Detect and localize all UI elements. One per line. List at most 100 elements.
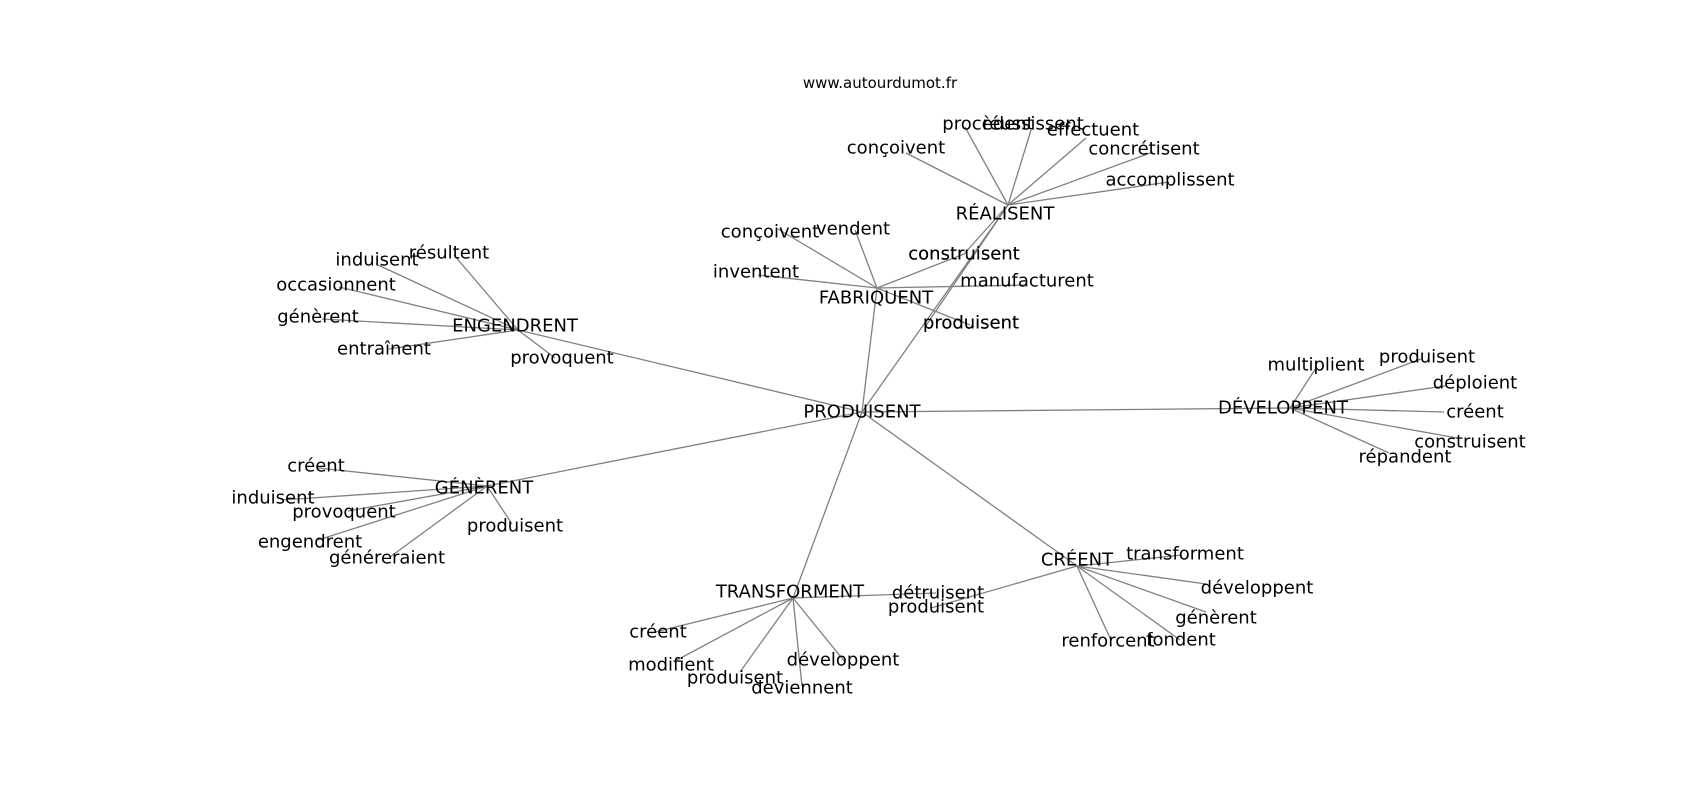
leaf-word[interactable]: créent xyxy=(1446,402,1504,423)
hub-word[interactable]: FABRIQUENT xyxy=(819,288,934,309)
leaf-word[interactable]: inventent xyxy=(713,262,799,283)
edge-hub-word xyxy=(377,264,519,331)
leaf-word[interactable]: multiplient xyxy=(1268,355,1365,376)
center-word[interactable]: PRODUISENT xyxy=(803,402,921,423)
edge-hub-word xyxy=(963,204,1009,255)
edge-hub-word xyxy=(792,592,937,599)
edge-hub-word xyxy=(338,286,519,331)
edge-hub-word xyxy=(924,204,1009,328)
leaf-word[interactable]: effectuent xyxy=(1047,120,1139,141)
edge-hub-word xyxy=(1076,565,1181,641)
site-url[interactable]: www.autourdumot.fr xyxy=(803,74,958,92)
edge-hub-word xyxy=(1289,385,1446,409)
edge-hub-word xyxy=(347,485,488,512)
leaf-word[interactable]: produisent xyxy=(467,516,563,537)
edge-center-hub xyxy=(792,411,863,599)
leaf-word[interactable]: répandent xyxy=(1359,447,1452,468)
leaf-word[interactable]: résultent xyxy=(409,243,489,264)
hub-word[interactable]: GÉNÈRENT xyxy=(435,477,535,499)
leaf-word[interactable]: génèrent xyxy=(277,307,359,328)
leaf-word[interactable]: procèdent xyxy=(942,114,1033,135)
edge-hub-word xyxy=(757,274,878,289)
edge-center-hub xyxy=(486,411,863,487)
leaf-word[interactable]: vendent xyxy=(816,219,890,240)
leaf-word[interactable]: occasionnent xyxy=(276,275,396,296)
hub-word[interactable]: CRÉENT xyxy=(1041,549,1114,571)
hub-word[interactable]: RÉALISENT xyxy=(956,203,1056,225)
leaf-word[interactable]: produisent xyxy=(687,668,783,689)
leaf-word[interactable]: transforment xyxy=(1126,544,1244,565)
leaf-word[interactable]: produisent xyxy=(923,313,1019,334)
leaf-word[interactable]: fondent xyxy=(1146,630,1216,651)
edge-hub-word xyxy=(676,597,794,661)
edge-hub-word xyxy=(281,485,488,501)
leaf-word[interactable]: génèrent xyxy=(1175,608,1257,629)
edge-hub-word xyxy=(1076,565,1207,585)
leaf-word[interactable]: produisent xyxy=(1379,347,1475,368)
edge-hub-word xyxy=(792,597,846,663)
edge-hub-word xyxy=(1289,407,1445,413)
leaf-word[interactable]: engendrent xyxy=(258,532,362,553)
edge-hub-word xyxy=(317,485,488,541)
edge-hub-word xyxy=(905,152,1009,206)
edge-hub-word xyxy=(876,287,971,326)
leaf-word[interactable]: conçoivent xyxy=(847,138,945,159)
edge-hub-word xyxy=(854,229,878,289)
leaf-word[interactable]: réussissent xyxy=(982,114,1084,135)
leaf-word[interactable]: modifient xyxy=(628,655,714,676)
leaf-word[interactable]: produisent xyxy=(923,313,1019,334)
edge-center-hub xyxy=(861,411,1078,567)
leaf-word[interactable]: créent xyxy=(287,456,345,477)
leaf-word[interactable]: renforcent xyxy=(1061,631,1154,652)
leaf-word[interactable]: entraînent xyxy=(337,339,431,360)
edge-center-hub xyxy=(861,204,1009,413)
edge-hub-word xyxy=(517,329,556,359)
leaf-word[interactable]: provoquent xyxy=(292,502,395,523)
edge-hub-word xyxy=(1076,554,1183,567)
edge-hub-word xyxy=(1007,129,1032,206)
leaf-word[interactable]: deviennent xyxy=(751,678,853,699)
edge-hub-word xyxy=(1076,565,1111,639)
leaf-word[interactable]: induisent xyxy=(231,488,314,509)
edge-hub-word xyxy=(1007,151,1154,206)
leaf-word[interactable]: construisent xyxy=(1414,432,1525,453)
edge-hub-word xyxy=(1289,367,1317,409)
leaf-word[interactable]: induisent xyxy=(335,250,418,271)
leaf-word[interactable]: construisent xyxy=(908,244,1019,265)
leaf-word[interactable]: généreraient xyxy=(329,548,445,569)
hub-word[interactable]: DÉVELOPPENT xyxy=(1218,397,1349,419)
leaf-word[interactable]: provoquent xyxy=(510,348,613,369)
edge-hub-word xyxy=(486,485,513,525)
hub-word[interactable]: ENGENDRENT xyxy=(452,316,579,337)
edge-center-hub xyxy=(861,407,1291,413)
leaf-word[interactable]: déploient xyxy=(1433,373,1517,394)
leaf-word[interactable]: détruisent xyxy=(892,583,984,604)
leaf-word[interactable]: créent xyxy=(629,622,687,643)
edge-hub-word xyxy=(1076,565,1207,613)
edge-hub-word xyxy=(1289,358,1422,409)
leaf-word[interactable]: conçoivent xyxy=(721,222,819,243)
edge-hub-word xyxy=(389,485,488,558)
edge-hub-word xyxy=(964,126,1009,206)
leaf-word[interactable]: produisent xyxy=(888,597,984,618)
edge-hub-word xyxy=(321,318,519,331)
leaf-word[interactable]: manufacturent xyxy=(960,271,1094,292)
edge-hub-word xyxy=(388,329,519,350)
leaf-word[interactable]: développent xyxy=(787,650,900,671)
edge-hub-word xyxy=(650,597,794,634)
edge-hub-word xyxy=(876,284,1028,289)
edge-hub-word xyxy=(777,228,878,289)
edge-hub-word xyxy=(930,565,1078,609)
leaf-word[interactable]: développent xyxy=(1201,578,1314,599)
edge-hub-word xyxy=(876,253,965,289)
nodes: PRODUISENTRÉALISENTprocèdentréussissente… xyxy=(231,114,1525,699)
leaf-word[interactable]: construisent xyxy=(908,244,1019,265)
leaf-word[interactable]: concrétisent xyxy=(1088,139,1199,160)
edge-hub-word xyxy=(1289,407,1390,454)
hub-word[interactable]: TRANSFORMENT xyxy=(715,582,865,603)
edges xyxy=(281,126,1458,687)
edge-hub-word xyxy=(1289,407,1458,439)
edge-hub-word xyxy=(1007,137,1087,206)
leaf-word[interactable]: accomplissent xyxy=(1105,170,1234,191)
